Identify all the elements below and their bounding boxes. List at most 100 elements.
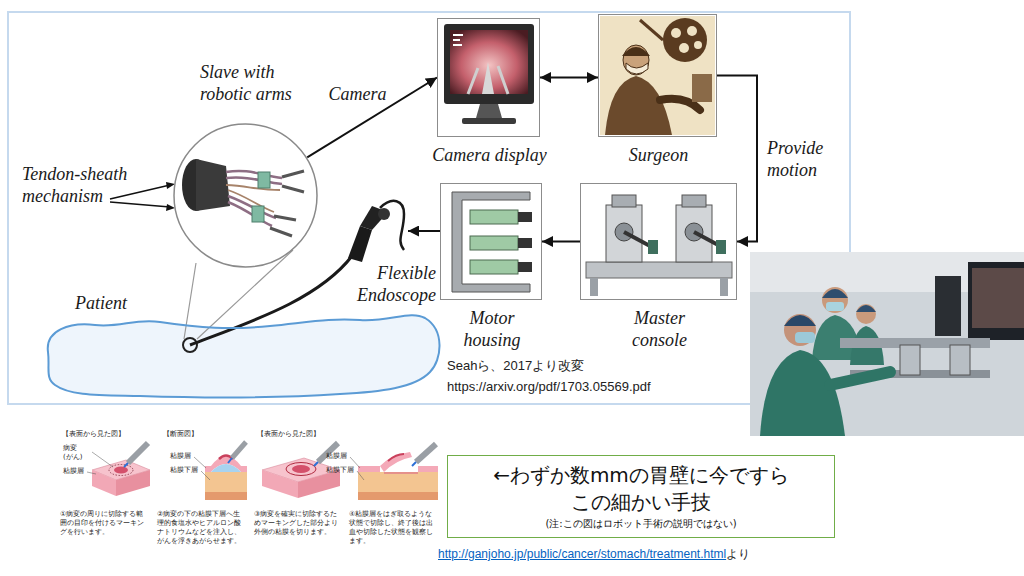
gripper [270, 171, 304, 236]
zoom-ground [175, 125, 317, 267]
edge-label: Provide motion [765, 137, 844, 181]
motor [470, 260, 518, 274]
console-leg [590, 278, 598, 296]
tissue-side [298, 470, 340, 498]
endoscope-area: Flexible Endoscope [338, 200, 408, 262]
person-body [760, 350, 845, 436]
endoscope-shaft [196, 159, 230, 211]
source-note: より [726, 547, 750, 562]
esd-step-1 [87, 443, 150, 496]
person-head [784, 314, 816, 346]
surgeon-body [605, 76, 672, 135]
motor-cap [518, 238, 532, 248]
lamp-bulb [679, 43, 689, 53]
submucosa [358, 472, 438, 492]
console-leg [720, 278, 728, 296]
mucosa [358, 466, 380, 472]
mucosa [205, 456, 247, 472]
needle-tip [124, 463, 128, 467]
console-top [682, 195, 706, 207]
note-box: ←わずか数mmの胃壁に今ですら この細かい手技(注:この図はロボット手術の説明で… [447, 455, 835, 538]
step-caption: ②病変の下の粘膜下層へ生理的食塩水やヒアルロン酸ナトリウムなどを注入し、がんを浮… [157, 510, 245, 546]
source-note: Seahら、2017より改変 [447, 358, 584, 374]
step-caption: ④粘膜層をはぎ取るような状態で切除し、終了後は出血や切除した状態を観察します。 [349, 510, 437, 546]
submucosa [205, 472, 247, 492]
monitor-base [462, 118, 516, 124]
surgeon-mask [626, 63, 648, 74]
connector-arrow [717, 76, 757, 242]
panel-heading: 【表面から見た図】 [62, 430, 125, 439]
needle-tip [228, 458, 232, 463]
esd-step-4 [350, 444, 438, 500]
muscle-layer [358, 492, 438, 500]
person-mask [826, 302, 844, 311]
console-handle [950, 345, 970, 375]
part-label: Surgeon [599, 144, 718, 166]
tissue-label: 粘膜層 [170, 452, 191, 461]
part-label: Slave with robotic arms [200, 61, 318, 105]
monitor-body [444, 24, 534, 104]
connector-arrow [307, 78, 437, 158]
patient-fill [48, 315, 440, 397]
person-cap [822, 289, 848, 298]
person-mask [795, 332, 815, 343]
photo [750, 252, 1024, 436]
monitor-illustration [444, 24, 534, 124]
console-handle [900, 345, 920, 375]
endoscope-knob [378, 208, 390, 220]
lamp-bulb [671, 28, 681, 38]
person-cap [784, 315, 816, 326]
source-url: http://ganjoho.jp/public/cancer/stomach/… [438, 547, 726, 562]
part-label: Motor housing [447, 307, 537, 351]
panel-heading: 【表面から見た図】 [257, 430, 320, 439]
lamp-arm [640, 20, 663, 40]
part-label: Camera display [426, 144, 553, 166]
mucosa [418, 466, 438, 472]
console-grip [648, 240, 658, 254]
photo-monitor [968, 262, 1024, 340]
connector-arrow [408, 230, 440, 232]
needle [232, 442, 246, 458]
umbilical-cable [380, 201, 404, 250]
connector-arrow [540, 77, 598, 79]
motor [470, 210, 518, 224]
needle-tip [314, 462, 318, 466]
motor-housing-illustration [452, 192, 532, 292]
patient-outline [48, 315, 440, 397]
tissue-side [116, 470, 150, 496]
motor-housing-box: Motor housing [440, 183, 542, 300]
motor-cap [518, 262, 532, 272]
lesion [388, 454, 404, 461]
display-box: Camera display [437, 18, 540, 137]
console-grip [716, 240, 726, 254]
console-top [612, 195, 636, 207]
screen-text [453, 44, 462, 46]
source-url: https://arxiv.org/pdf/1703.05569.pdf [447, 379, 651, 395]
surgeon-illustration [600, 16, 715, 135]
tendon-pointer [110, 185, 170, 207]
figure-frame [8, 12, 850, 404]
motor [470, 236, 518, 250]
needle [128, 443, 148, 463]
zoom-circle: Slave with robotic arms [173, 123, 318, 268]
screen-text [453, 39, 460, 41]
photo-monitor [935, 276, 961, 336]
connector-arrow [542, 241, 580, 243]
lesion [114, 467, 128, 474]
tissue-label: 病変 (がん) [63, 444, 89, 462]
marking [109, 465, 133, 476]
side-monitor [692, 74, 712, 102]
screen-tool [468, 66, 508, 94]
master-console-illustration [586, 195, 732, 296]
tissue-label: 粘膜層 [63, 467, 84, 476]
arm-joint [258, 172, 270, 188]
lamp-bulb [687, 26, 697, 36]
endoscope-handle [348, 226, 372, 262]
tissue-label: 粘膜下層 [326, 466, 354, 475]
needle [416, 444, 436, 462]
incision [286, 463, 316, 476]
tissue-label: 粘膜下層 [170, 466, 198, 475]
robotic-arms-illustration [175, 125, 317, 267]
